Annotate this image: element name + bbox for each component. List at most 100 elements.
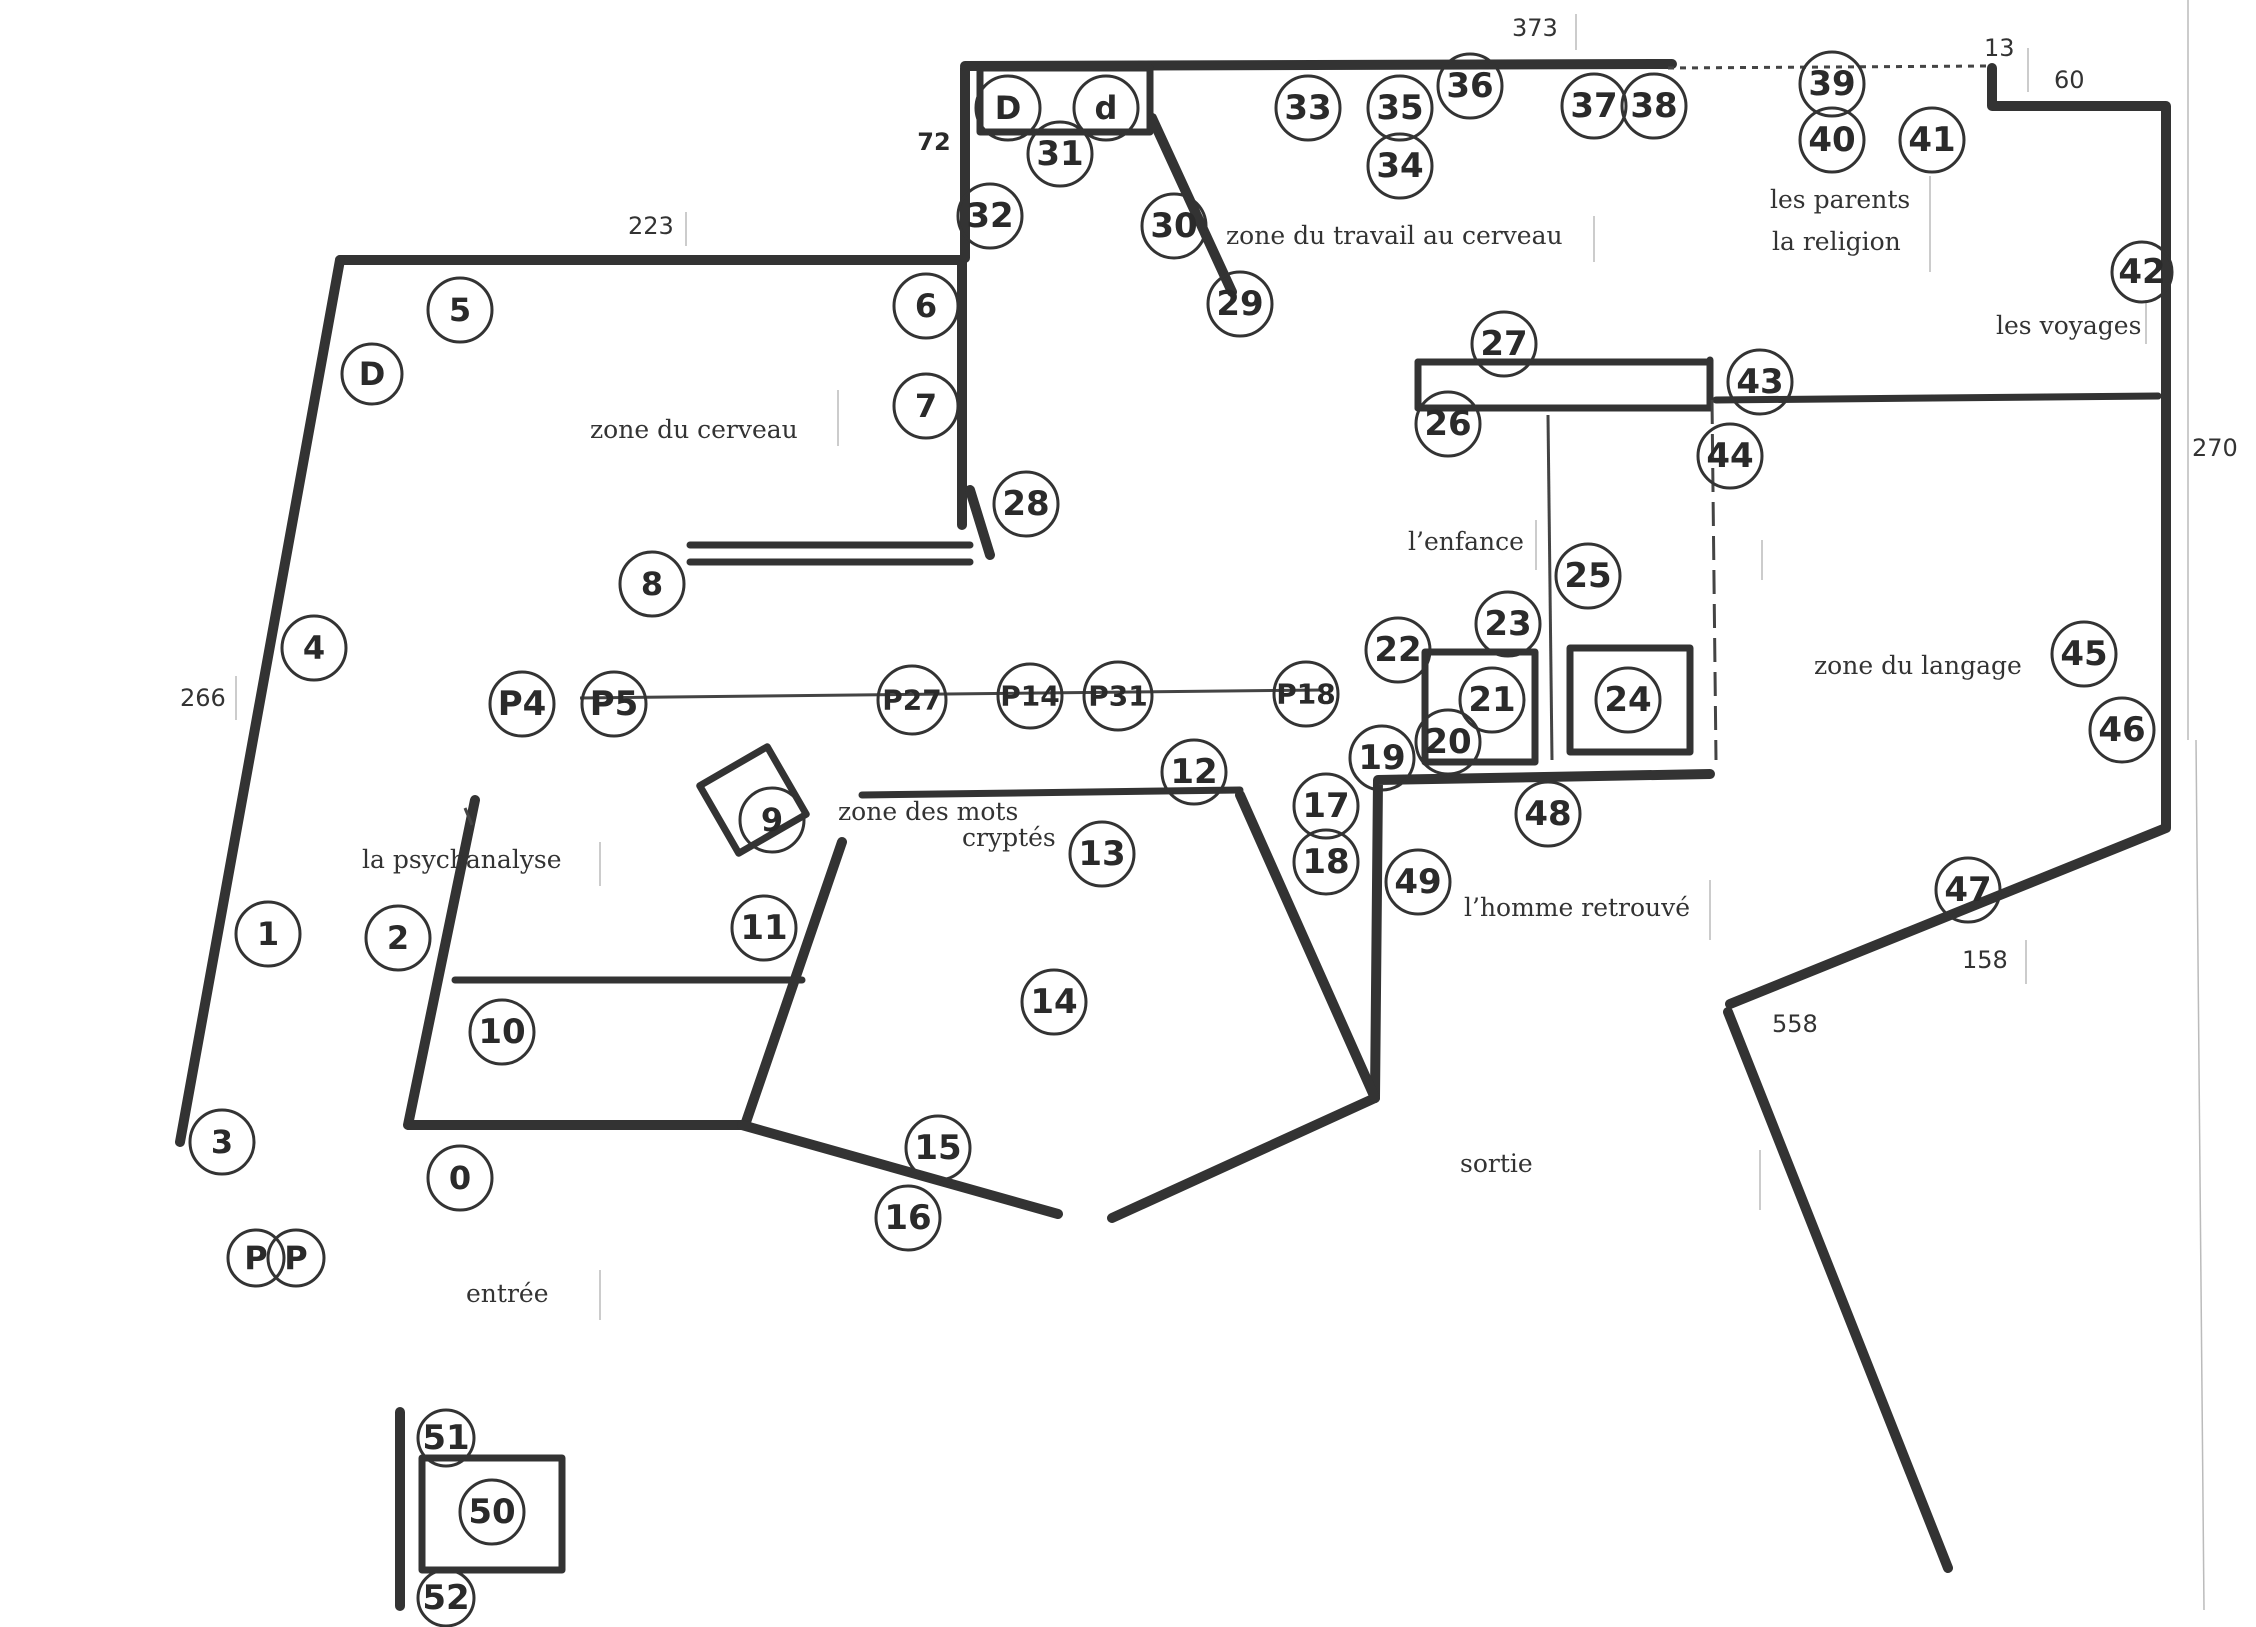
marker-label: 72 xyxy=(917,128,950,156)
marker-label: 7 xyxy=(915,387,937,425)
marker-label: 50 xyxy=(468,1492,515,1532)
marker-label: P xyxy=(244,1239,267,1277)
exhibit-marker-2: 2 xyxy=(364,904,432,972)
zone-label-cryptes: cryptés xyxy=(962,823,1056,852)
marker-circle xyxy=(1366,132,1434,200)
exhibit-marker-15: 15 xyxy=(904,1114,972,1182)
exhibit-marker-11: 11 xyxy=(730,894,798,962)
exhibit-marker-5: 5 xyxy=(426,276,494,344)
exhibit-marker-34: 34 xyxy=(1366,132,1434,200)
marker-circle xyxy=(904,1114,972,1182)
marker-circle xyxy=(340,342,404,406)
marker-circle xyxy=(1348,724,1416,792)
marker-circle xyxy=(1436,52,1504,120)
marker-label: 8 xyxy=(641,565,663,603)
marker-label: 27 xyxy=(1480,324,1527,364)
dimension-558: 558 xyxy=(1772,1010,1818,1038)
marker-circle xyxy=(956,182,1024,250)
marker-circle xyxy=(266,1228,326,1288)
exhibit-marker-1: 1 xyxy=(234,900,302,968)
exhibit-marker-31: 31 xyxy=(1026,120,1094,188)
marker-label: 30 xyxy=(1150,206,1197,246)
marker-circle xyxy=(1470,310,1538,378)
marker-circle xyxy=(1620,72,1688,140)
zone-label-psychanalyse: la psychanalyse xyxy=(362,845,562,874)
exhibit-marker-43: 43 xyxy=(1726,348,1794,416)
marker-circle xyxy=(1696,422,1764,490)
exhibit-marker-41: 41 xyxy=(1898,106,1966,174)
exhibit-marker-17: 17 xyxy=(1292,772,1360,840)
exhibit-marker-0: 0 xyxy=(426,1144,494,1212)
marker-label: 5 xyxy=(449,291,471,329)
zone-label-homme-retrouve: l’homme retrouvé xyxy=(1464,893,1690,922)
marker-circle xyxy=(1072,74,1140,142)
exhibit-marker-33: 33 xyxy=(1274,74,1342,142)
exhibit-marker-p31: P31 xyxy=(1082,660,1154,732)
marker-label: 9 xyxy=(761,801,783,839)
marker-label: P31 xyxy=(1088,680,1148,713)
marker-label: 11 xyxy=(740,908,787,948)
marker-circle xyxy=(1292,772,1360,840)
marker-circle xyxy=(892,272,960,340)
marker-circle xyxy=(1274,74,1342,142)
marker-label: 21 xyxy=(1468,680,1515,720)
zone-labels: zone du travail au cerveau les parents l… xyxy=(362,185,2141,1308)
dimension-266: 266 xyxy=(180,684,226,712)
marker-circle xyxy=(188,1108,256,1176)
marker-label: 29 xyxy=(1216,284,1263,324)
dimension-373: 373 xyxy=(1512,14,1558,42)
marker-circle xyxy=(416,1568,476,1627)
marker-label: 36 xyxy=(1446,66,1493,106)
marker-label: 34 xyxy=(1376,146,1423,186)
marker-circle xyxy=(416,1408,476,1468)
zone-label-enfance: l’enfance xyxy=(1408,527,1524,556)
marker-label: 35 xyxy=(1376,88,1423,128)
marker-label: D xyxy=(995,89,1022,127)
marker-label: 18 xyxy=(1302,842,1349,882)
marker-label: 47 xyxy=(1944,870,1991,910)
marker-circle xyxy=(1160,738,1228,806)
exhibit-marker-28: 28 xyxy=(992,470,1060,538)
marker-label: 1 xyxy=(257,915,279,953)
exhibit-marker-10: 10 xyxy=(468,998,536,1066)
exhibit-marker-p27: P27 xyxy=(876,664,948,736)
exhibit-marker-22: 22 xyxy=(1364,616,1432,684)
exhibit-marker-44: 44 xyxy=(1696,422,1764,490)
exhibit-marker-14: 14 xyxy=(1020,968,1088,1036)
dimension-13: 13 xyxy=(1984,34,2015,62)
exhibit-marker-49: 49 xyxy=(1384,848,1452,916)
marker-label: 13 xyxy=(1078,834,1125,874)
exhibit-marker-42: 42 xyxy=(2110,240,2174,304)
exhibit-marker-p14: P14 xyxy=(996,662,1064,730)
marker-label: 2 xyxy=(387,919,409,957)
exhibit-marker-37: 37 xyxy=(1560,72,1628,140)
marker-circle xyxy=(1272,660,1340,728)
exhibit-marker-p: P xyxy=(266,1228,326,1288)
marker-circle xyxy=(1798,50,1866,118)
exhibit-marker-9: 9 xyxy=(738,786,806,854)
exhibit-marker-24: 24 xyxy=(1594,666,1662,734)
marker-circle xyxy=(458,1478,526,1546)
marker-circle xyxy=(364,904,432,972)
marker-circle xyxy=(426,1144,494,1212)
marker-circle xyxy=(234,900,302,968)
marker-circle xyxy=(1206,270,1274,338)
dimension-labels: 373 13 60 223 270 266 158 558 xyxy=(180,14,2238,1038)
marker-label: d xyxy=(1095,89,1118,127)
marker-label: 41 xyxy=(1908,120,1955,160)
marker-circle xyxy=(1458,666,1526,734)
marker-circle xyxy=(1082,660,1154,732)
exhibit-marker-d: D xyxy=(340,342,404,406)
marker-circle xyxy=(280,614,348,682)
marker-label: 0 xyxy=(449,1159,471,1197)
exhibit-marker-48: 48 xyxy=(1514,780,1582,848)
zone-label-travail: zone du travail au cerveau xyxy=(1226,221,1563,250)
marker-label: 38 xyxy=(1630,86,1677,126)
zone-label-parents: les parents xyxy=(1770,185,1910,214)
marker-label: 4 xyxy=(303,629,325,667)
exhibit-marker-d: d xyxy=(1072,74,1140,142)
exhibit-marker-20: 20 xyxy=(1414,708,1482,776)
marker-circle xyxy=(1594,666,1662,734)
